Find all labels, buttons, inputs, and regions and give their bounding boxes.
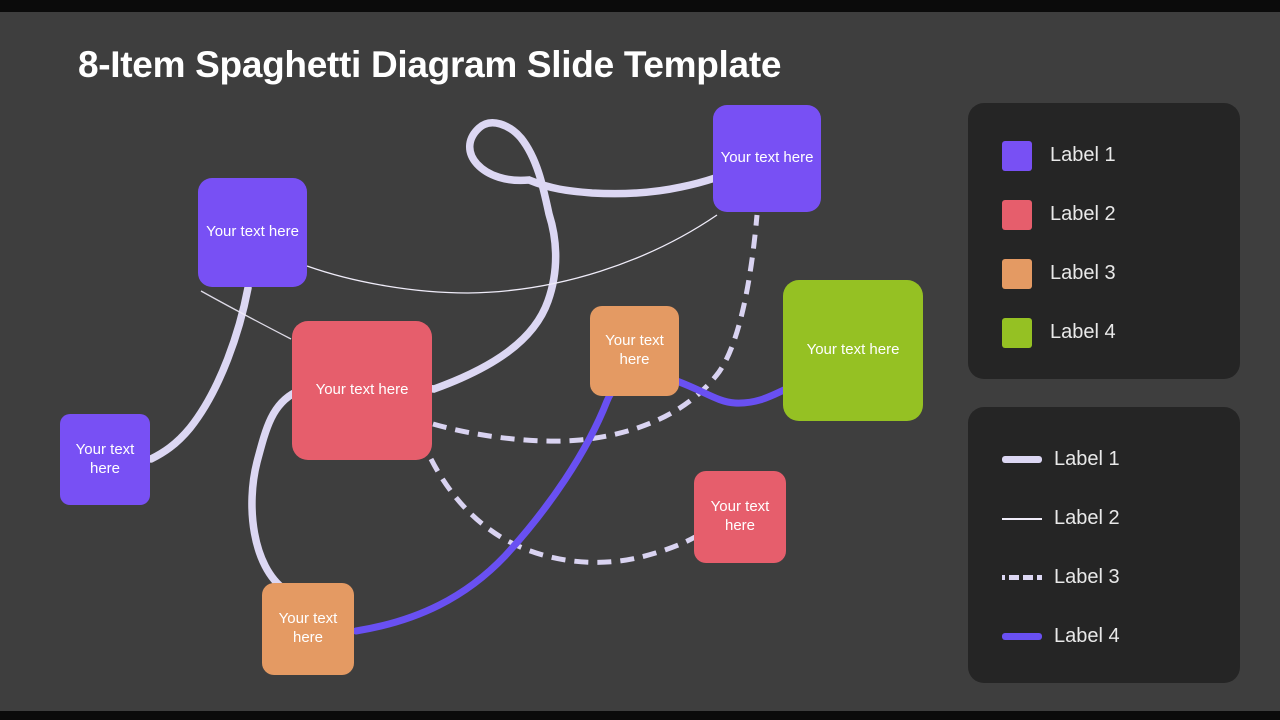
legend-label: Label 1	[1050, 144, 1116, 166]
item-box-red-small[interactable]: Your text here	[694, 471, 786, 563]
color-legend-row: Label 2	[968, 185, 1240, 244]
legend-line-thick-lavender	[1002, 456, 1042, 463]
color-legend-row: Label 4	[968, 303, 1240, 362]
item-box-purple-small[interactable]: Your text here	[60, 414, 150, 505]
legend-label: Label 3	[1050, 262, 1116, 284]
legend-label: Label 1	[1054, 448, 1120, 470]
spaghetti-line-thick-purple	[352, 371, 790, 635]
item-box-text: Your text here	[278, 610, 338, 646]
legend-label: Label 3	[1054, 566, 1120, 588]
item-box-text: Your text here	[720, 149, 814, 167]
legend-label: Label 2	[1054, 507, 1120, 529]
legend-label: Label 2	[1050, 203, 1116, 225]
legend-swatch-green	[1002, 317, 1032, 348]
legend-label: Label 4	[1050, 321, 1116, 343]
item-box-text: Your text here	[710, 498, 770, 534]
spaghetti-line-dashed-lower	[428, 457, 697, 565]
item-box-purple-left[interactable]: Your text here	[198, 178, 307, 287]
legend-swatch-orange	[1002, 258, 1032, 289]
item-box-orange-bottom[interactable]: Your text here	[262, 583, 354, 675]
item-box-red-large[interactable]: Your text here	[292, 321, 432, 460]
item-box-purple-top[interactable]: Your text here	[713, 105, 821, 212]
line-legend-row: Label 2	[968, 489, 1240, 548]
spaghetti-line-dashed-upper	[432, 214, 760, 444]
legend-line-thin-light	[1002, 517, 1042, 520]
line-legend-row: Label 1	[968, 430, 1240, 489]
item-box-text: Your text here	[806, 341, 900, 359]
line-legend-row: Label 3	[968, 548, 1240, 607]
legend-swatch-red	[1002, 199, 1032, 230]
letterbox-bar-top	[0, 0, 1280, 12]
color-legend-panel: Label 1 Label 2 Label 3 Label 4	[968, 103, 1240, 379]
spaghetti-line-thin-short	[200, 290, 292, 340]
spaghetti-line-thick-lavender-left	[147, 284, 252, 463]
spaghetti-lines-layer	[147, 119, 790, 635]
item-box-text: Your text here	[75, 440, 135, 477]
legend-swatch-purple	[1002, 140, 1032, 171]
line-legend-panel: Label 1 Label 2 Label 3 Label 4	[968, 407, 1240, 683]
spaghetti-line-thick-lavender-main	[248, 119, 719, 594]
item-box-text: Your text here	[315, 381, 409, 399]
legend-label: Label 4	[1054, 625, 1120, 647]
item-box-green-right[interactable]: Your text here	[783, 280, 923, 421]
line-legend-row: Label 4	[968, 607, 1240, 666]
slide-title: 8-Item Spaghetti Diagram Slide Template	[78, 44, 782, 85]
item-box-text: Your text here	[605, 332, 664, 368]
legend-line-dashed-lavender	[1002, 575, 1042, 580]
color-legend-row: Label 3	[968, 244, 1240, 303]
color-legend-row: Label 1	[968, 126, 1240, 185]
item-box-orange-center[interactable]: Your text here	[590, 306, 679, 396]
item-box-text: Your text here	[206, 223, 299, 241]
spaghetti-line-thin-main	[306, 214, 718, 294]
legend-line-thick-purple	[1002, 633, 1042, 640]
letterbox-bar-bottom	[0, 711, 1280, 720]
